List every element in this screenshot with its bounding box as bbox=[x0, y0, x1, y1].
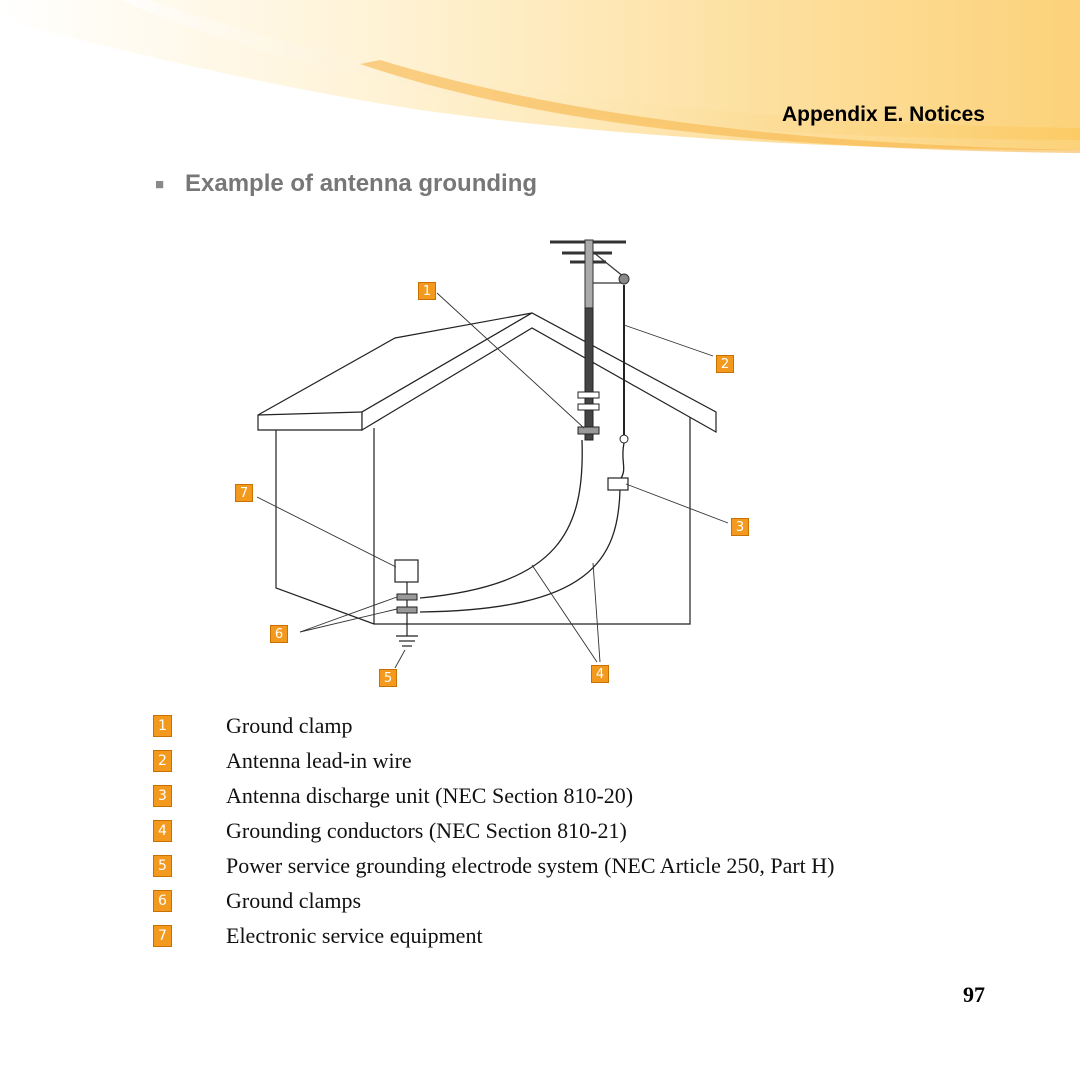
callout-4: 4 bbox=[591, 665, 609, 683]
legend-text: Electronic service equipment bbox=[226, 922, 483, 948]
callout-7: 7 bbox=[235, 484, 253, 502]
service-equipment-box bbox=[394, 559, 419, 583]
page-number: 97 bbox=[963, 982, 985, 1007]
legend-item: 3 Antenna discharge unit (NEC Section 81… bbox=[153, 778, 1013, 813]
section-heading: ■ Example of antenna grounding bbox=[155, 170, 537, 198]
legend-number: 5 bbox=[153, 854, 172, 877]
legend-text: Grounding conductors (NEC Section 810-21… bbox=[226, 817, 627, 843]
callout-6: 6 bbox=[270, 625, 288, 643]
legend-item: 5 Power service grounding electrode syst… bbox=[153, 848, 1013, 883]
antenna-grounding-diagram bbox=[256, 239, 729, 669]
legend-number: 7 bbox=[153, 924, 172, 947]
legend-number: 6 bbox=[153, 889, 172, 912]
legend-number: 3 bbox=[153, 784, 172, 807]
legend: 1 Ground clamp 2 Antenna lead-in wire 3 … bbox=[153, 708, 1013, 953]
legend-item: 2 Antenna lead-in wire bbox=[153, 743, 1013, 778]
discharge-unit bbox=[607, 477, 629, 491]
legend-text: Antenna discharge unit (NEC Section 810-… bbox=[226, 782, 634, 808]
section-title: Example of antenna grounding bbox=[185, 170, 538, 197]
legend-number: 4 bbox=[153, 819, 172, 842]
antenna-mast bbox=[550, 239, 630, 444]
legend-item: 6 Ground clamps bbox=[153, 883, 1013, 918]
callout-2: 2 bbox=[716, 355, 734, 373]
legend-item: 7 Electronic service equipment bbox=[153, 918, 1013, 953]
square-bullet-icon: ■ bbox=[155, 175, 165, 193]
house-outline bbox=[275, 412, 691, 625]
legend-text: Ground clamp bbox=[226, 712, 353, 738]
appendix-title: Appendix E. Notices bbox=[781, 103, 985, 126]
roof-left bbox=[257, 312, 533, 431]
legend-text: Power service grounding electrode system… bbox=[226, 852, 835, 878]
callout-3: 3 bbox=[731, 518, 749, 536]
legend-item: 4 Grounding conductors (NEC Section 810-… bbox=[153, 813, 1013, 848]
legend-item: 1 Ground clamp bbox=[153, 708, 1013, 743]
legend-number: 1 bbox=[153, 714, 172, 737]
legend-text: Ground clamps bbox=[226, 887, 362, 913]
header-swoosh bbox=[0, 0, 1080, 153]
legend-text: Antenna lead-in wire bbox=[226, 747, 412, 773]
legend-number: 2 bbox=[153, 749, 172, 772]
callout-1: 1 bbox=[418, 282, 436, 300]
callout-5: 5 bbox=[379, 669, 397, 687]
roof-ridge bbox=[361, 312, 717, 434]
